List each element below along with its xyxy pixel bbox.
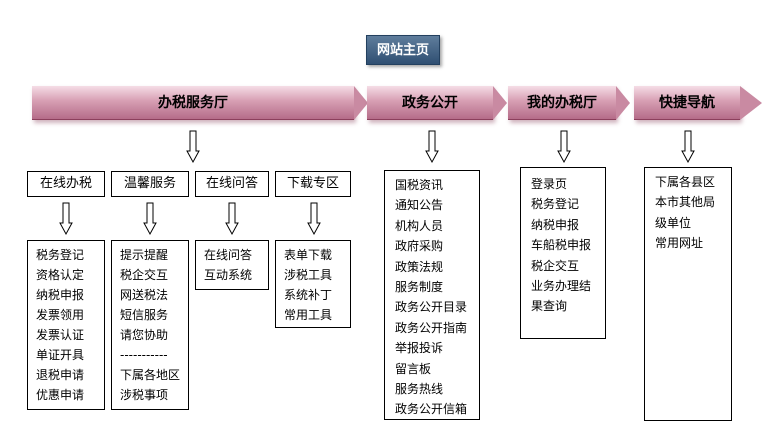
- list-item[interactable]: 发票领用: [36, 308, 85, 322]
- my-office-list: 登录页 税务登记 纳税申报 车船税申报 税企交互 业务办理结 果查询: [520, 167, 606, 339]
- down-arrow-icon: [143, 202, 157, 236]
- list-item[interactable]: 税务登记: [36, 248, 85, 262]
- online-qa-list: 在线问答 互动系统: [195, 240, 269, 290]
- home-node[interactable]: 网站主页: [366, 35, 440, 65]
- list-item[interactable]: 政务公开目录: [395, 300, 468, 315]
- quick-nav-list: 下属各县区 本市其他局 级单位 常用网址: [644, 167, 732, 421]
- list-item[interactable]: 请您协助: [120, 328, 169, 342]
- band-service-hall[interactable]: 办税服务厅: [32, 86, 354, 120]
- band-gov-affairs-tail: [493, 86, 507, 120]
- list-item[interactable]: 提示提醒: [120, 248, 169, 262]
- list-item[interactable]: 车船税申报: [531, 238, 592, 253]
- category-online-qa[interactable]: 在线问答: [195, 171, 269, 197]
- band-my-office-tail: [616, 86, 630, 120]
- list-item[interactable]: 表单下载: [284, 248, 333, 262]
- list-item[interactable]: 税企交互: [120, 268, 169, 282]
- down-arrow-icon: [225, 202, 239, 236]
- warm-service-list: 提示提醒 税企交互 网送税法 短信服务 请您协助 ----------- 下属各…: [111, 240, 189, 410]
- list-item[interactable]: 政务公开信箱: [395, 402, 468, 417]
- list-item[interactable]: 退税申请: [36, 368, 85, 382]
- list-item[interactable]: 服务热线: [395, 382, 444, 397]
- list-item[interactable]: 在线问答: [204, 248, 253, 262]
- list-item[interactable]: 下属各地区: [120, 368, 181, 382]
- down-arrow-icon: [186, 130, 200, 164]
- list-item[interactable]: 服务制度: [395, 280, 444, 295]
- down-arrow-icon: [307, 202, 321, 236]
- list-item[interactable]: 政策法规: [395, 259, 444, 274]
- list-item[interactable]: 常用网址: [655, 236, 704, 251]
- list-item[interactable]: 涉税工具: [284, 268, 333, 282]
- category-warm-service[interactable]: 温馨服务: [111, 171, 189, 197]
- list-item[interactable]: 税务登记: [531, 197, 580, 212]
- list-item[interactable]: 政务公开指南: [395, 320, 468, 335]
- list-item[interactable]: 涉税事项: [120, 388, 169, 402]
- band-quick-nav-tail: [740, 86, 762, 120]
- list-item[interactable]: 税企交互: [531, 258, 580, 273]
- list-item[interactable]: 纳税申报: [36, 288, 85, 302]
- list-item[interactable]: 单证开具: [36, 348, 85, 362]
- down-arrow-icon: [557, 130, 571, 164]
- down-arrow-icon: [681, 130, 695, 164]
- list-item[interactable]: 举报投诉: [395, 341, 444, 356]
- list-item[interactable]: 系统补丁: [284, 288, 333, 302]
- band-my-office[interactable]: 我的办税厅: [508, 86, 616, 120]
- list-item[interactable]: 政府采购: [395, 239, 444, 254]
- list-item[interactable]: 常用工具: [284, 308, 333, 322]
- list-item[interactable]: 级单位: [655, 215, 692, 230]
- list-item[interactable]: 果查询: [531, 299, 568, 314]
- list-item[interactable]: 登录页: [531, 177, 568, 191]
- list-item[interactable]: 网送税法: [120, 288, 169, 302]
- gov-affairs-list: 国税资讯 通知公告 机构人员 政府采购 政策法规 服务制度 政务公开目录 政务公…: [384, 170, 480, 420]
- down-arrow-icon: [425, 130, 439, 164]
- list-item[interactable]: 互动系统: [204, 268, 253, 282]
- download-list: 表单下载 涉税工具 系统补丁 常用工具: [275, 240, 351, 328]
- list-item[interactable]: 留言板: [395, 361, 432, 376]
- list-item[interactable]: 机构人员: [395, 218, 444, 233]
- category-download[interactable]: 下载专区: [275, 171, 351, 197]
- list-item[interactable]: 发票认证: [36, 328, 85, 342]
- down-arrow-icon: [59, 202, 73, 236]
- list-item[interactable]: 业务办理结: [531, 279, 592, 294]
- band-quick-nav[interactable]: 快捷导航: [634, 86, 740, 120]
- list-item[interactable]: 短信服务: [120, 308, 169, 322]
- online-tax-list: 税务登记 资格认定 纳税申报 发票领用 发票认证 单证开具 退税申请 优惠申请: [27, 240, 105, 410]
- list-item[interactable]: 本市其他局: [655, 195, 716, 210]
- list-item[interactable]: 纳税申报: [531, 217, 580, 232]
- list-item[interactable]: 下属各县区: [655, 175, 716, 189]
- list-item[interactable]: 优惠申请: [36, 388, 85, 402]
- category-online-tax[interactable]: 在线办税: [27, 171, 105, 197]
- list-item[interactable]: 通知公告: [395, 198, 444, 213]
- band-service-hall-tail: [354, 86, 368, 120]
- divider: -----------: [120, 348, 168, 362]
- list-item[interactable]: 国税资讯: [395, 178, 444, 192]
- band-gov-affairs[interactable]: 政务公开: [367, 86, 493, 120]
- list-item[interactable]: 资格认定: [36, 268, 85, 282]
